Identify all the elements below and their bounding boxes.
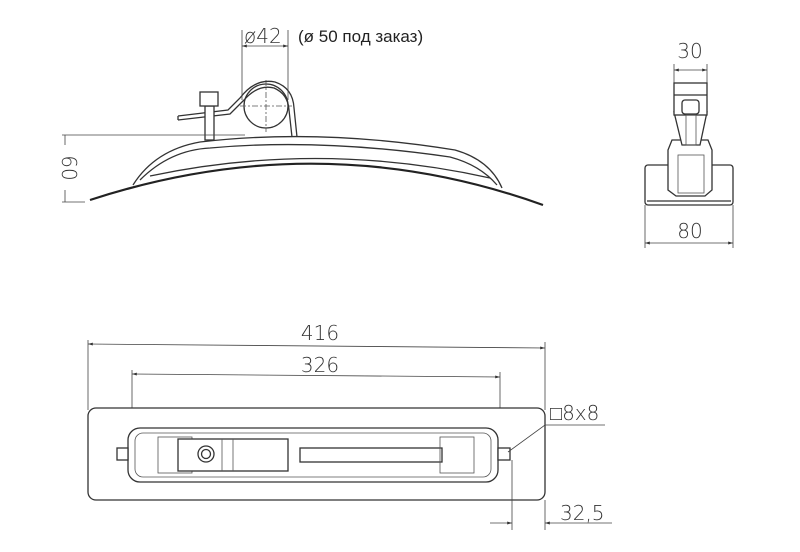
top-segment-2: [439, 436, 475, 474]
top-bolt-nut: [197, 445, 215, 463]
support-block-inner: [677, 154, 705, 194]
overall-length-label: 416: [301, 321, 339, 345]
clamp-bracket: [177, 80, 298, 138]
side-view: ø42 (ø 50 под заказ) 60: [57, 24, 544, 207]
inner-length-label: 326: [301, 353, 339, 377]
dim-line-416: [87, 342, 546, 350]
right-pin: [497, 447, 511, 461]
bolt-nut: [199, 91, 219, 107]
top-bolt: [200, 448, 212, 460]
clamp-width-label: 30: [677, 39, 702, 63]
pipe-diameter-note: (ø 50 под заказ): [298, 27, 423, 46]
support-inner: [139, 143, 498, 186]
roof-surface: [89, 162, 544, 207]
square-bolt-label: □8x8: [550, 401, 599, 425]
base-width-label: 80: [677, 219, 702, 243]
end-bolt: [685, 114, 697, 146]
top-slot: [299, 447, 443, 463]
end-bolt-nut: [681, 99, 700, 115]
support-base: [149, 157, 491, 179]
support-outer: [132, 135, 503, 189]
left-pin: [116, 447, 129, 461]
pipe-diameter-label: ø42: [244, 24, 282, 48]
end-view: 30 80: [644, 39, 734, 248]
top-handle-inner: [134, 432, 492, 478]
square-bolt-leader: [507, 424, 605, 453]
dim-line-326: [131, 372, 501, 379]
top-view: 416 326 □8x8 32,5: [87, 321, 612, 530]
height-label: 60: [57, 155, 81, 180]
offset-label: 32,5: [560, 501, 605, 525]
support-block: [667, 139, 713, 197]
